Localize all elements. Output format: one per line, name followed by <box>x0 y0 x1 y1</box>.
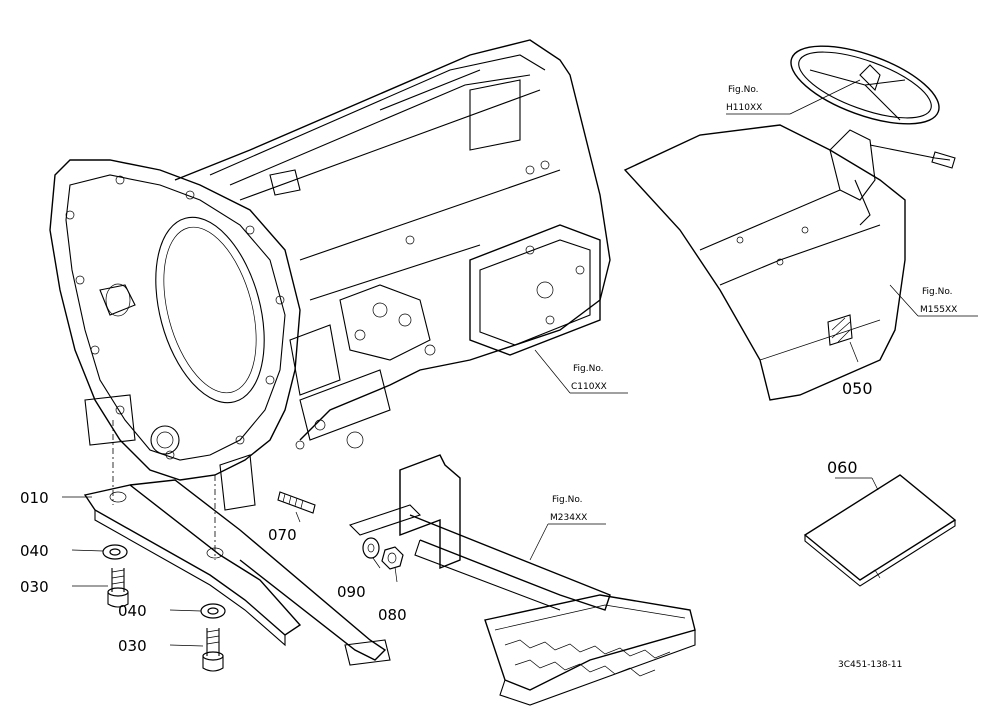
washer-090-drawing <box>362 537 380 559</box>
figref-m155-label: Fig.No. <box>922 287 953 297</box>
washer-040b-drawing <box>200 603 226 619</box>
washer-040a-drawing <box>102 544 128 560</box>
operators-manual-drawing <box>803 474 957 587</box>
callout-040b: 040 <box>118 602 147 620</box>
steering-panel-drawing <box>623 45 956 401</box>
drawing-code: 3C451-138-11 <box>838 660 902 670</box>
figref-h110-number: H110XX <box>726 103 762 113</box>
figref-m234-number: M234XX <box>550 513 587 523</box>
callout-030a: 030 <box>20 578 49 596</box>
callout-080: 080 <box>378 606 407 624</box>
leader-lines <box>62 79 978 647</box>
figref-m155-number: M155XX <box>920 305 957 315</box>
nut-080-drawing <box>381 546 404 570</box>
figref-h110-label: Fig.No. <box>728 85 759 95</box>
bolt-030b-drawing <box>202 628 224 672</box>
bolt-030a-drawing <box>107 568 129 608</box>
step-assembly-drawing <box>348 454 696 706</box>
callout-070: 070 <box>268 526 297 544</box>
transmission-case-drawing <box>49 39 611 560</box>
callout-060: 060 <box>827 458 858 477</box>
figref-m234-label: Fig.No. <box>552 495 583 505</box>
callout-040a: 040 <box>20 542 49 560</box>
stud-070-drawing <box>277 491 316 514</box>
callout-030b: 030 <box>118 637 147 655</box>
figref-c110-label: Fig.No. <box>573 364 604 374</box>
callout-050: 050 <box>842 379 873 398</box>
callout-010: 010 <box>20 489 49 507</box>
callout-090: 090 <box>337 583 366 601</box>
bracket-010-drawing <box>83 479 391 666</box>
figref-c110-number: C110XX <box>571 382 607 392</box>
